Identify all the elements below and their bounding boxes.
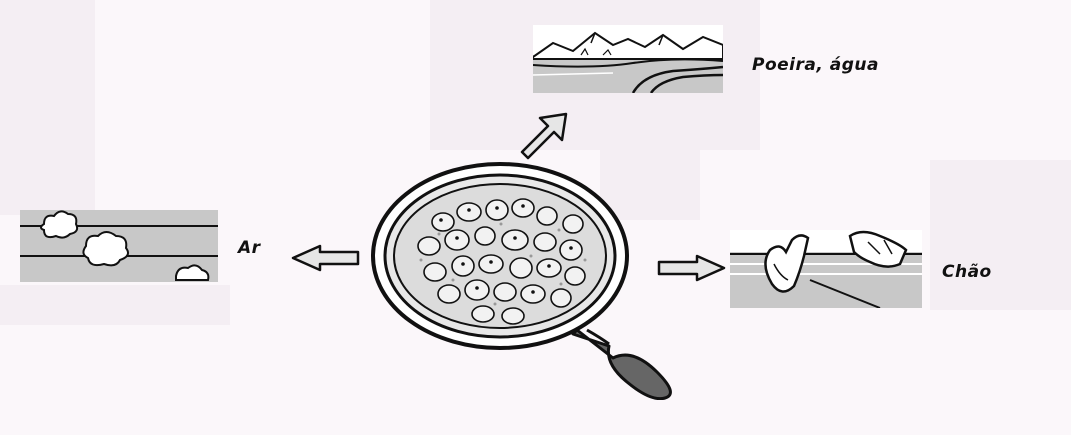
magnifying-glass-microbes-icon: [365, 160, 695, 400]
background-patch: [0, 0, 95, 215]
label-air: Ar: [238, 238, 261, 258]
floor-panel: [730, 230, 922, 308]
label-floor: Chão: [942, 262, 992, 282]
landscape-panel: [533, 25, 723, 93]
arrow-up-right-icon: [518, 108, 574, 164]
air-panel: [20, 210, 218, 282]
background-patch: [0, 285, 230, 325]
label-dust-water: Poeira, água: [752, 55, 879, 75]
clouds-icon: [20, 210, 218, 282]
background-patch: [930, 160, 1071, 310]
arrow-left-icon: [290, 244, 362, 272]
hand-floor-icon: [730, 230, 922, 308]
mountains-river-icon: [533, 25, 723, 93]
